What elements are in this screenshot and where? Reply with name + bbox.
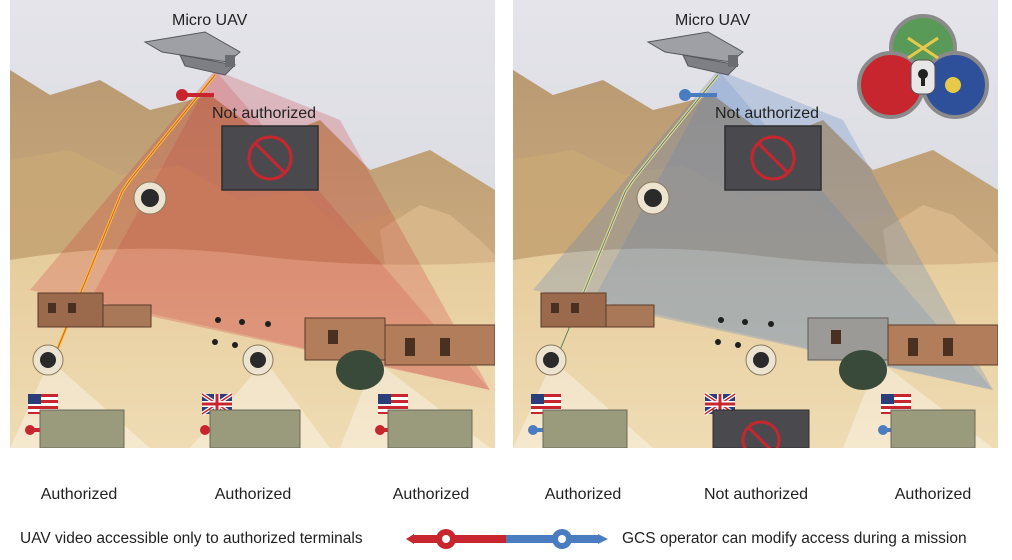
video-feed-thumbnail xyxy=(209,409,301,448)
micro-uav-icon xyxy=(646,31,744,76)
us-flag-icon xyxy=(881,394,911,414)
building-cluster-right xyxy=(304,317,495,366)
video-feed-thumbnail xyxy=(542,409,628,448)
blue-key-icon xyxy=(679,89,717,101)
prohibited-icon xyxy=(741,420,781,448)
red-blue-key-slider-icon xyxy=(406,529,608,549)
terminal-status-label: Authorized xyxy=(894,486,972,503)
blocked-video-screen xyxy=(712,409,810,448)
prohibited-icon xyxy=(750,135,796,181)
building-cluster-right xyxy=(807,317,998,366)
not-authorized-label: Not authorized xyxy=(715,105,820,122)
left-scene-panel: Micro UAV Not authorized xyxy=(10,0,495,448)
video-feed-thumbnail xyxy=(890,409,976,448)
not-authorized-label: Not authorized xyxy=(212,105,317,122)
uk-flag-icon xyxy=(703,392,737,416)
right-scene-panel: Micro UAV Not authorized xyxy=(513,0,998,448)
soldier-group xyxy=(715,317,774,348)
building-cluster-left xyxy=(540,292,655,328)
ground-vehicle-icon xyxy=(839,350,887,390)
right-caption: GCS operator can modify access during a … xyxy=(622,530,967,547)
building-cluster-left xyxy=(37,292,152,328)
terminal-status-label: Not authorized xyxy=(703,486,809,503)
ground-vehicle-icon xyxy=(336,350,384,390)
uav-label: Micro UAV xyxy=(675,12,751,29)
terminal-status-label: Authorized xyxy=(40,486,118,503)
left-caption: UAV video accessible only to authorized … xyxy=(20,530,363,547)
terminal-status-label: Authorized xyxy=(214,486,292,503)
prohibited-icon xyxy=(247,135,293,181)
terminal-status-label: Authorized xyxy=(544,486,622,503)
left-scene-illustration xyxy=(10,0,495,448)
terminal-status-label: Authorized xyxy=(392,486,470,503)
red-key-icon xyxy=(176,89,214,101)
micro-uav-icon xyxy=(143,31,241,76)
soldier-group xyxy=(212,317,271,348)
shamrock-security-emblem-icon xyxy=(857,14,989,119)
video-feed-thumbnail xyxy=(39,409,125,448)
uav-label: Micro UAV xyxy=(172,12,248,29)
video-feed-thumbnail xyxy=(387,409,473,448)
right-scene-illustration xyxy=(513,0,998,448)
